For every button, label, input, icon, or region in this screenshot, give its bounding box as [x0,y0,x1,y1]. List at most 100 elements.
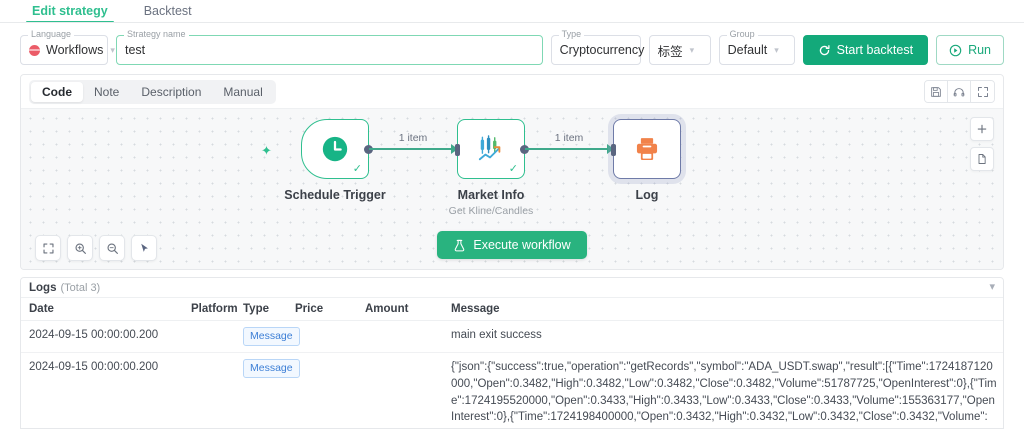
execute-workflow-wrap: Execute workflow [21,231,1003,259]
node-output-port[interactable] [520,145,529,154]
zoom-in-icon[interactable] [67,235,93,261]
node-schedule-trigger-box[interactable]: ✓ [301,119,373,179]
strategy-name-input[interactable]: Strategy name test [116,30,543,65]
fullscreen-icon[interactable] [971,81,994,102]
cell-type: Message [243,352,300,428]
topbar-divider [0,22,1024,23]
workflow-editor-card: Code Note Description Manual [20,74,1004,270]
run-label: Run [968,43,991,57]
node-success-check-icon: ✓ [508,163,518,175]
group-value: Default [727,43,768,57]
editor-actions [924,80,995,103]
node-success-check-icon: ✓ [352,163,362,175]
node-title: Market Info [457,188,525,202]
logs-table: Date Platform Type Price Amount Message … [21,298,1003,428]
tab-backtest[interactable]: Backtest [143,4,192,18]
group-select[interactable]: Group Default ▾ [718,30,795,65]
logs-total-count: (Total 3) [60,281,101,294]
start-backtest-button[interactable]: Start backtest [802,35,929,65]
cell-amount [365,320,451,354]
fit-view-icon[interactable] [35,235,61,261]
sparkle-icon: ✦ [261,143,272,158]
connection-2[interactable]: 1 item [525,132,614,154]
refresh-icon [819,44,830,55]
undo-arc-icon[interactable] [948,81,971,102]
table-row[interactable]: 2024-09-15 00:00:00.200 Message {"json":… [21,352,1003,428]
node-output-port[interactable] [364,145,373,154]
table-row[interactable]: 2024-09-15 00:00:00.200 Message main exi… [21,320,1003,354]
node-input-port[interactable] [611,144,616,156]
type-select[interactable]: Type Cryptocurrency ▾ [550,30,656,65]
group-label: Group [726,30,758,39]
status-badge: Message [243,359,300,379]
language-select[interactable]: Language Workflows ▾ [20,30,115,65]
pointer-cursor-icon[interactable] [131,235,157,261]
page-body: Language Workflows ▾ Strategy name test … [0,23,1024,429]
type-label: Type [558,30,585,39]
tab-note[interactable]: Note [94,84,120,99]
node-market-info-box[interactable]: ✓ [455,119,529,179]
cell-amount [365,352,451,428]
tag-value: 标签 [657,44,683,59]
run-button[interactable]: Run [936,35,1004,65]
logs-header: Logs (Total 3) ▾ [21,278,1003,298]
flask-icon [455,239,465,251]
add-node-icon[interactable] [970,117,994,141]
candlestick-chart-icon [478,135,501,161]
tab-description[interactable]: Description [141,84,202,99]
column-header-platform: Platform [191,298,243,321]
tab-manual[interactable]: Manual [223,84,263,99]
start-backtest-label: Start backtest [836,43,914,57]
chevron-down-icon: ▾ [110,44,115,55]
column-header-date: Date [21,298,191,321]
strategy-name-value: test [125,43,146,57]
connection-1-label: 1 item [395,132,431,144]
cell-type: Message [243,320,300,354]
node-input-port[interactable] [455,144,460,156]
tab-code[interactable]: Code [31,81,83,102]
column-header-price: Price [295,298,365,321]
node-schedule-trigger[interactable]: ✦ ✓ Schedule Trigger [261,119,391,202]
node-title: Schedule Trigger [284,188,386,202]
table-header-row: Date Platform Type Price Amount Message [21,298,1003,321]
cell-platform [191,352,243,428]
workflow-canvas[interactable]: ✦ ✓ Schedule Trigger 1 item [21,109,1003,269]
logs-panel: Logs (Total 3) ▾ Date Platform Type Pric… [20,277,1004,429]
tab-edit-strategy[interactable]: Edit strategy [26,4,114,23]
language-label: Language [28,30,75,39]
play-circle-icon [949,44,962,56]
node-market-info[interactable]: ✓ Market Info Get Kline/Candles [435,119,547,217]
node-subtitle: Get Kline/Candles [448,205,534,217]
column-header-type: Type [243,298,295,321]
clock-icon [322,136,348,162]
cell-platform [191,320,243,354]
arrow-icon [451,144,458,154]
zoom-out-icon[interactable] [99,235,125,261]
save-disk-icon[interactable] [925,81,948,102]
arrow-icon [607,144,614,154]
chevron-down-icon: ▾ [689,44,695,55]
execute-workflow-label: Execute workflow [473,238,571,252]
cell-date: 2024-09-15 00:00:00.200 [21,352,191,428]
column-header-amount: Amount [365,298,451,321]
cell-price [295,320,365,354]
connection-1[interactable]: 1 item [369,132,458,154]
status-badge: Message [243,327,300,347]
strategy-toolbar: Language Workflows ▾ Strategy name test … [20,23,1004,74]
node-log-box[interactable] [611,119,681,179]
workflow-graph: ✦ ✓ Schedule Trigger 1 item [261,119,703,217]
type-value: Cryptocurrency [559,43,645,57]
execute-workflow-button[interactable]: Execute workflow [437,231,587,259]
workflows-dot-icon [29,44,40,56]
node-log[interactable]: Log [591,119,703,202]
cell-date: 2024-09-15 00:00:00.200 [21,320,191,354]
column-header-message: Message [451,298,1003,321]
duplicate-page-icon[interactable] [970,147,994,171]
chevron-down-icon[interactable]: ▾ [989,281,995,293]
logs-title: Logs [29,281,57,294]
printer-icon [636,138,658,160]
editor-tabs: Code Note Description Manual [29,79,276,104]
tag-select[interactable]: 标签 ▾ [648,35,711,65]
cell-price [295,352,365,428]
cell-message: main exit success [451,320,1003,354]
